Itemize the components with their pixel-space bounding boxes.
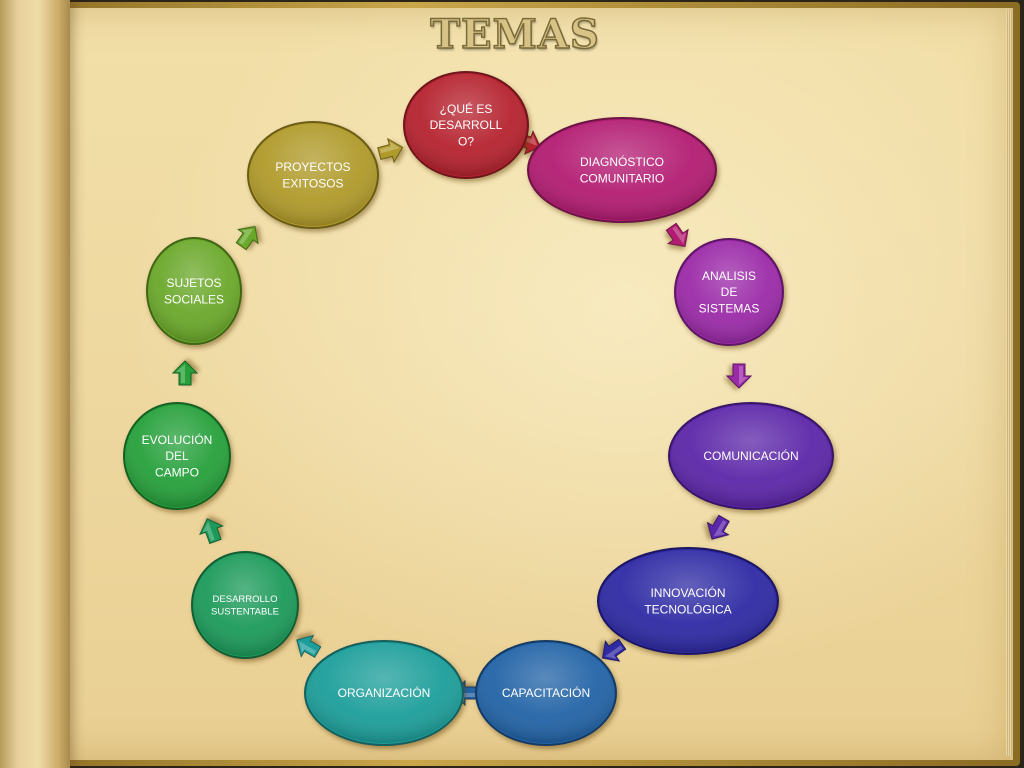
topic-node-analisis-de-sistemas: ANALISIS DE SISTEMAS: [674, 238, 784, 346]
topic-node-desarrollo-sustentable: DESARROLLO SUSTENTABLE: [191, 551, 299, 659]
topic-node-que-es-desarrollo: ¿QUÉ ES DESARROLL O?: [403, 71, 529, 179]
topic-node-label: SISTEMAS: [699, 301, 760, 315]
topic-node-gloss: [478, 643, 614, 743]
topic-node-label: TECNOLÓGICA: [644, 601, 731, 616]
book-spine-fold: [0, 0, 70, 768]
topic-node-label: EVOLUCIÓN: [142, 432, 213, 447]
topic-node-label: DE: [721, 285, 738, 299]
topic-node-label: DESARROLLO: [213, 594, 278, 605]
cycle-arrow-10: [235, 225, 259, 251]
topic-node-diagnostico-comunitario: DIAGNÓSTICO COMUNITARIO: [527, 117, 717, 223]
topic-node-sujetos-sociales: SUJETOS SOCIALES: [146, 237, 242, 345]
topic-node-gloss: [126, 405, 228, 507]
topic-node-label: DIAGNÓSTICO: [580, 154, 664, 169]
page-edges: [1006, 10, 1012, 756]
cycle-arrow-7: [296, 634, 322, 658]
topic-node-gloss: [677, 241, 781, 343]
topic-node-gloss: [149, 240, 239, 342]
topic-node-gloss: [671, 405, 831, 507]
topic-node-label: SUSTENTABLE: [211, 607, 279, 618]
topic-node-label: SUJETOS: [166, 276, 221, 290]
cycle-arrow-4: [706, 514, 730, 540]
cycle-arrow-3: [725, 363, 753, 389]
topic-node-label: COMUNITARIO: [580, 171, 664, 185]
topic-node-label: SOCIALES: [164, 292, 224, 306]
arrows-layer: [171, 130, 753, 707]
topic-node-gloss: [406, 74, 526, 176]
nodes-layer: ¿QUÉ ES DESARROLL O? DIAGNÓSTICO COMUNITARIO…: [123, 71, 834, 746]
topic-node-label: CAPACITACIÓN: [502, 685, 590, 700]
cycle-arrow-5: [601, 638, 627, 662]
topic-node-label: ANALISIS: [702, 269, 756, 283]
topic-node-gloss: [307, 643, 461, 743]
topic-node-organizacion: ORGANIZACIÓN: [304, 640, 464, 746]
topic-node-gloss: [530, 120, 714, 220]
topic-node-label: INNOVACIÓN: [650, 585, 725, 600]
topic-node-gloss: [250, 124, 376, 226]
cycle-arrow-2: [665, 222, 689, 248]
topic-node-label: ¿QUÉ ES: [440, 101, 493, 116]
topic-node-label: COMUNICACIÓN: [703, 448, 798, 463]
topic-node-label: PROYECTOS: [275, 160, 350, 174]
topic-node-proyectos-exitosos: PROYECTOS EXITOSOS: [247, 121, 379, 229]
topic-node-gloss: [194, 554, 296, 656]
topic-node-gloss: [600, 550, 776, 652]
slide-title: TEMAS: [430, 10, 600, 59]
topic-node-label: DEL: [165, 449, 189, 463]
topic-node-label: ORGANIZACIÓN: [338, 685, 431, 700]
cycle-arrow-8: [199, 518, 224, 545]
cycle-arrow-11: [377, 137, 404, 164]
topic-node-label: CAMPO: [155, 465, 199, 479]
topic-node-capacitacion: CAPACITACIÓN: [475, 640, 617, 746]
topic-node-label: DESARROLL: [430, 118, 503, 132]
cycle-arrow-9: [171, 360, 199, 386]
topic-node-label: EXITOSOS: [282, 176, 343, 190]
topic-node-label: O?: [458, 134, 474, 148]
topic-node-comunicacion: COMUNICACIÓN: [668, 402, 834, 510]
topic-node-evolucion-del-campo: EVOLUCIÓN DEL CAMPO: [123, 402, 231, 510]
